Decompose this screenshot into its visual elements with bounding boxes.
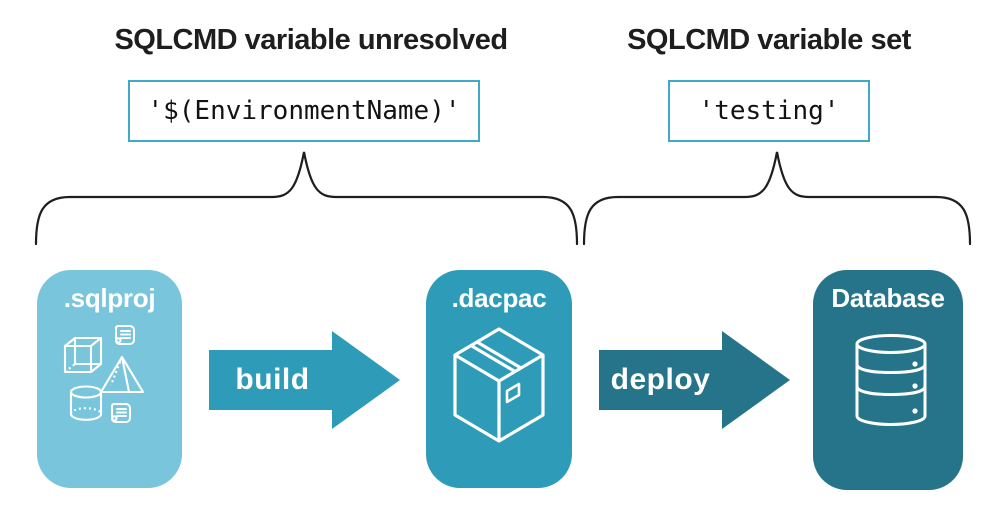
unresolved-variable-box: '$(EnvironmentName)' [128,80,480,142]
sqlproj-card: .sqlproj [37,270,182,488]
build-arrow-label: build [235,363,310,396]
package-box-icon [453,327,545,443]
database-cylinder-icon [855,334,927,426]
database-card-label: Database [831,283,945,313]
heading-variable-unresolved: SQLCMD variable unresolved [114,24,508,56]
set-variable-box: 'testing' [668,80,870,142]
set-variable-code: 'testing' [698,96,840,126]
right-curly-brace [582,151,972,246]
deploy-arrow-label: deploy [610,363,711,396]
left-curly-brace [34,151,579,246]
sql-project-objects-icon [63,325,145,423]
database-card: Database [813,270,963,490]
heading-variable-set: SQLCMD variable set [627,24,911,56]
unresolved-variable-code: '$(EnvironmentName)' [147,96,461,126]
sqlproj-card-label: .sqlproj [63,283,156,313]
dacpac-card: .dacpac [426,270,572,488]
dacpac-card-label: .dacpac [451,283,547,313]
